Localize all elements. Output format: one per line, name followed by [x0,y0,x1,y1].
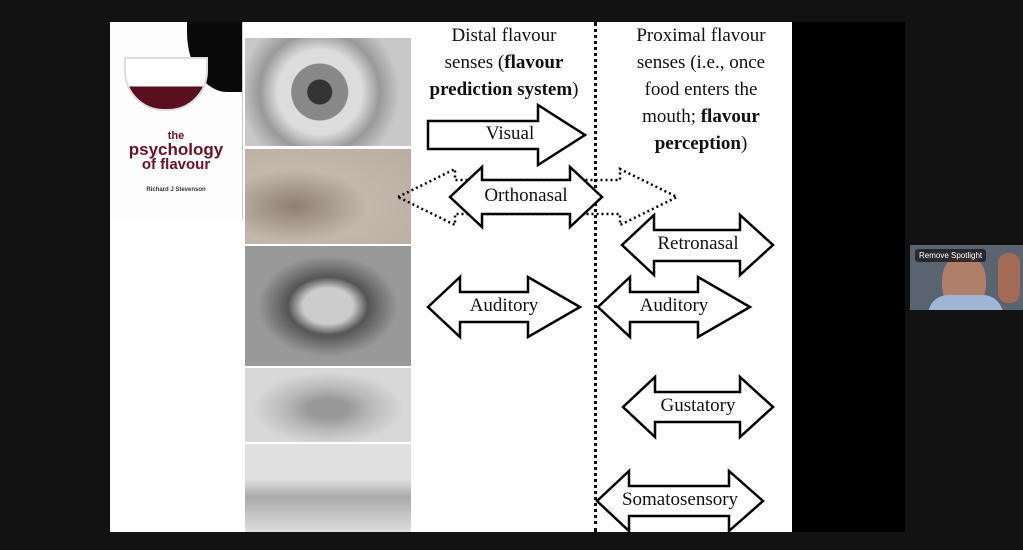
lips-image [245,368,411,442]
auditory-distal-label: Auditory [469,295,539,316]
somatosensory-arrow [595,468,765,532]
somatosensory-label: Somatosensory [621,489,739,510]
proximal-end: ) [740,133,748,154]
visual-arrow [426,102,588,168]
book-title-the: the [167,130,185,142]
distal-heading-line3: prediction system) [414,76,594,103]
shared-screen: the psychology of flavour Richard J Stev… [110,22,905,532]
auditory-distal-arrow [426,274,583,340]
nose-image [245,149,411,244]
orthonasal-arrow [448,164,604,230]
proximal-line2: senses (i.e., once [636,52,766,73]
distal-heading: Distal flavour senses (flavour predictio… [414,22,594,103]
book-author: Richard J Stevenson [146,187,206,193]
book-title-psychology: psychology [128,140,224,159]
arrows-layer [395,102,775,532]
distal-bold2: prediction system [429,79,573,100]
book-title-flavour: of flavour [141,156,211,173]
orthonasal-dotted-arrow [395,166,680,228]
proximal-line5: perception) [606,130,792,157]
retronasal-arrow [620,212,775,278]
auditory-proximal-arrow [596,274,753,340]
proximal-line1: Proximal flavour [636,25,766,46]
orthonasal-label: Orthonasal [484,185,568,206]
proximal-bold2: perception [654,133,741,154]
proximal-text: mouth; [642,106,701,127]
gustatory-label: Gustatory [660,395,736,416]
eye-image [245,38,411,146]
gustatory-arrow [621,374,775,440]
slide: the psychology of flavour Richard J Stev… [110,22,792,532]
remove-spotlight-button[interactable]: Remove Spotlight [915,249,987,262]
distal-heading-line2: senses (flavour [414,49,594,76]
participant-video[interactable]: Remove Spotlight [910,245,1023,310]
fingers-image [245,444,411,532]
retronasal-label: Retronasal [657,233,739,254]
proximal-line3: food enters the [644,79,758,100]
distal-end: ) [572,79,579,100]
ear-image [245,246,411,366]
distal-bold1: flavour [504,52,564,73]
visual-label: Visual [485,123,535,144]
proximal-heading: Proximal flavour senses (i.e., once food… [606,22,792,157]
distal-text: senses ( [444,52,505,73]
proximal-bold1: flavour [700,106,760,127]
distal-heading-line1: Distal flavour [451,25,557,46]
auditory-proximal-label: Auditory [639,295,709,316]
participant-shirt [928,295,1003,310]
proximal-line4: mouth; flavour [606,103,792,130]
book-cover: the psychology of flavour Richard J Stev… [110,22,243,219]
dotted-divider [594,22,597,532]
participant-hand [998,253,1020,303]
